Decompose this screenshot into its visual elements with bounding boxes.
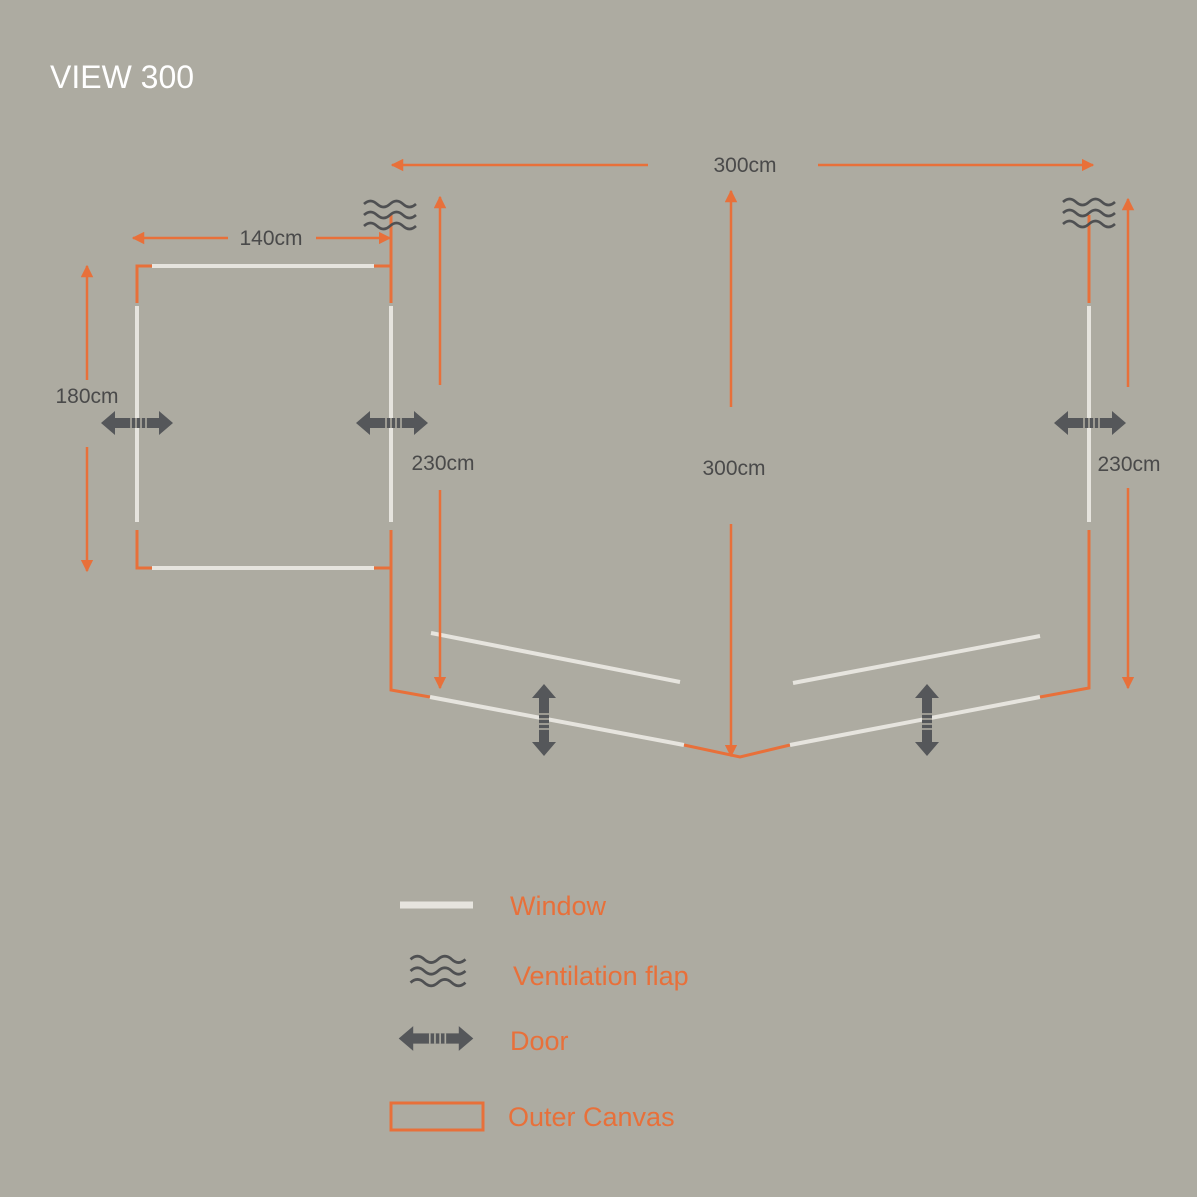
legend-ventilation-icon: [408, 954, 468, 988]
front-right-window: [789, 695, 1041, 747]
dim-right-depth-label: 230cm: [1097, 453, 1160, 476]
ventilation-flap-icon-left: [362, 199, 418, 231]
dim-left-depth-label: 230cm: [411, 452, 474, 475]
inner-right-window: [792, 634, 1041, 685]
legend-outer-canvas-swatch: [389, 1101, 485, 1132]
annex: [135, 264, 393, 570]
front-center-canvas: [683, 743, 791, 759]
view-title: VIEW 300: [50, 59, 194, 95]
legend: Window Ventilation flap Door Outer Canva…: [389, 891, 689, 1132]
legend-outer-canvas-label: Outer Canvas: [508, 1102, 675, 1132]
dim-annex-width-label: 140cm: [239, 227, 302, 250]
annex-canvas-bottom-left: [135, 530, 152, 570]
legend-ventilation-label: Ventilation flap: [513, 961, 689, 991]
inner-left-window: [430, 631, 681, 684]
legend-door-label: Door: [510, 1026, 569, 1056]
front-left-window: [429, 695, 685, 747]
annex-canvas-top-left: [135, 264, 152, 303]
right-wall-canvas-bottom: [1039, 530, 1091, 699]
dimension-lines: 300cm 140cm 180cm 230cm 300cm 230cm: [55, 154, 1161, 758]
dim-annex-depth-label: 180cm: [55, 385, 118, 408]
dim-center-depth-label: 300cm: [702, 457, 765, 480]
legend-door-icon: [397, 1025, 475, 1052]
left-wall-canvas-bottom: [389, 530, 431, 699]
dim-main-width-label: 300cm: [713, 154, 776, 177]
main-awning: [389, 215, 1091, 759]
legend-window-label: Window: [510, 891, 607, 921]
ventilation-flap-icon-right: [1061, 197, 1117, 229]
